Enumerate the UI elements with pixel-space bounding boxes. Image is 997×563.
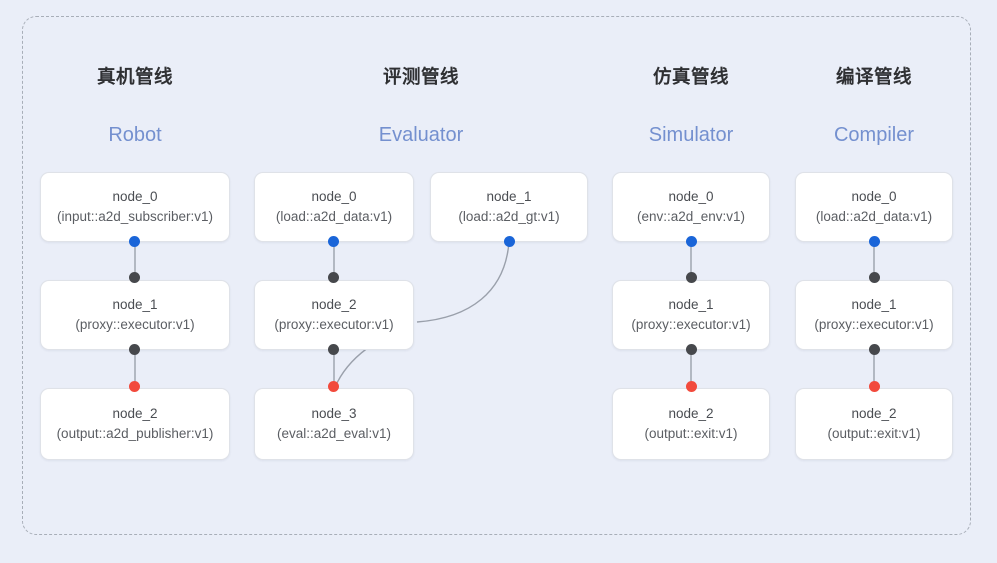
port-source-evaluator-0[interactable] [328, 236, 339, 247]
node-label-name: node_1 [486, 189, 532, 204]
node-robot-2[interactable]: node_2 (output::a2d_publisher:v1) [40, 388, 230, 460]
node-robot-1[interactable]: node_1 (proxy::executor:v1) [40, 280, 230, 350]
port-out-simulator-1[interactable] [686, 344, 697, 355]
node-compiler-2[interactable]: node_2 (output::exit:v1) [795, 388, 953, 460]
column-title-en-simulator: Simulator [648, 124, 734, 146]
port-source-robot-0[interactable] [129, 236, 140, 247]
node-label-name: node_0 [851, 189, 897, 204]
column-title-cn-simulator: 仿真管线 [652, 66, 729, 87]
node-label-name: node_0 [112, 189, 158, 204]
node-compiler-0[interactable]: node_0 (load::a2d_data:v1) [795, 172, 953, 242]
node-label-type: (output::exit:v1) [827, 426, 921, 441]
node-label-type: (load::a2d_gt:v1) [458, 209, 560, 224]
node-label-type: (output::exit:v1) [644, 426, 738, 441]
column-title-en-robot: Robot [108, 124, 162, 146]
node-label-type: (load::a2d_data:v1) [815, 209, 933, 224]
node-simulator-1[interactable]: node_1 (proxy::executor:v1) [612, 280, 770, 350]
node-label-name: node_1 [851, 297, 897, 312]
node-label-name: node_2 [668, 406, 714, 421]
port-in-robot-1[interactable] [129, 272, 140, 283]
node-evaluator-1-gt[interactable]: node_1 (load::a2d_gt:v1) [430, 172, 588, 242]
port-in-compiler-1[interactable] [869, 272, 880, 283]
column-title-en-evaluator: Evaluator [378, 124, 464, 146]
port-in-simulator-1[interactable] [686, 272, 697, 283]
node-label-name: node_2 [851, 406, 897, 421]
column-title-cn-robot: 真机管线 [96, 66, 173, 87]
port-out-robot-1[interactable] [129, 344, 140, 355]
node-evaluator-0[interactable]: node_0 (load::a2d_data:v1) [254, 172, 414, 242]
port-in-evaluator-2[interactable] [328, 272, 339, 283]
port-out-compiler-1[interactable] [869, 344, 880, 355]
column-title-en-compiler: Compiler [833, 124, 915, 146]
node-label-type: (proxy::executor:v1) [75, 317, 195, 332]
port-source-simulator-0[interactable] [686, 236, 697, 247]
node-label-name: node_2 [311, 297, 357, 312]
node-label-type: (eval::a2d_eval:v1) [276, 426, 392, 441]
node-label-type: (proxy::executor:v1) [814, 317, 934, 332]
node-label-name: node_2 [112, 406, 158, 421]
node-label-name: node_0 [311, 189, 357, 204]
port-source-evaluator-1-gt[interactable] [504, 236, 515, 247]
column-title-cn-compiler: 编译管线 [835, 66, 912, 87]
port-terminal-evaluator-3[interactable] [328, 381, 339, 392]
port-terminal-compiler-2[interactable] [869, 381, 880, 392]
node-label-type: (output::a2d_publisher:v1) [56, 426, 214, 441]
node-simulator-0[interactable]: node_0 (env::a2d_env:v1) [612, 172, 770, 242]
node-robot-0[interactable]: node_0 (input::a2d_subscriber:v1) [40, 172, 230, 242]
node-label-type: (env::a2d_env:v1) [636, 209, 746, 224]
node-evaluator-2[interactable]: node_2 (proxy::executor:v1) [254, 280, 414, 350]
node-label-name: node_1 [668, 297, 714, 312]
node-compiler-1[interactable]: node_1 (proxy::executor:v1) [795, 280, 953, 350]
port-terminal-simulator-2[interactable] [686, 381, 697, 392]
node-label-type: (input::a2d_subscriber:v1) [56, 209, 214, 224]
port-terminal-robot-2[interactable] [129, 381, 140, 392]
node-label-name: node_3 [311, 406, 357, 421]
port-source-compiler-0[interactable] [869, 236, 880, 247]
node-label-type: (proxy::executor:v1) [274, 317, 394, 332]
column-title-cn-evaluator: 评测管线 [382, 66, 459, 87]
node-label-type: (proxy::executor:v1) [631, 317, 751, 332]
node-label-type: (load::a2d_data:v1) [275, 209, 393, 224]
node-label-name: node_1 [112, 297, 158, 312]
node-label-name: node_0 [668, 189, 714, 204]
diagram-dashed-frame [22, 16, 971, 535]
port-out-evaluator-2[interactable] [328, 344, 339, 355]
node-simulator-2[interactable]: node_2 (output::exit:v1) [612, 388, 770, 460]
node-evaluator-3[interactable]: node_3 (eval::a2d_eval:v1) [254, 388, 414, 460]
